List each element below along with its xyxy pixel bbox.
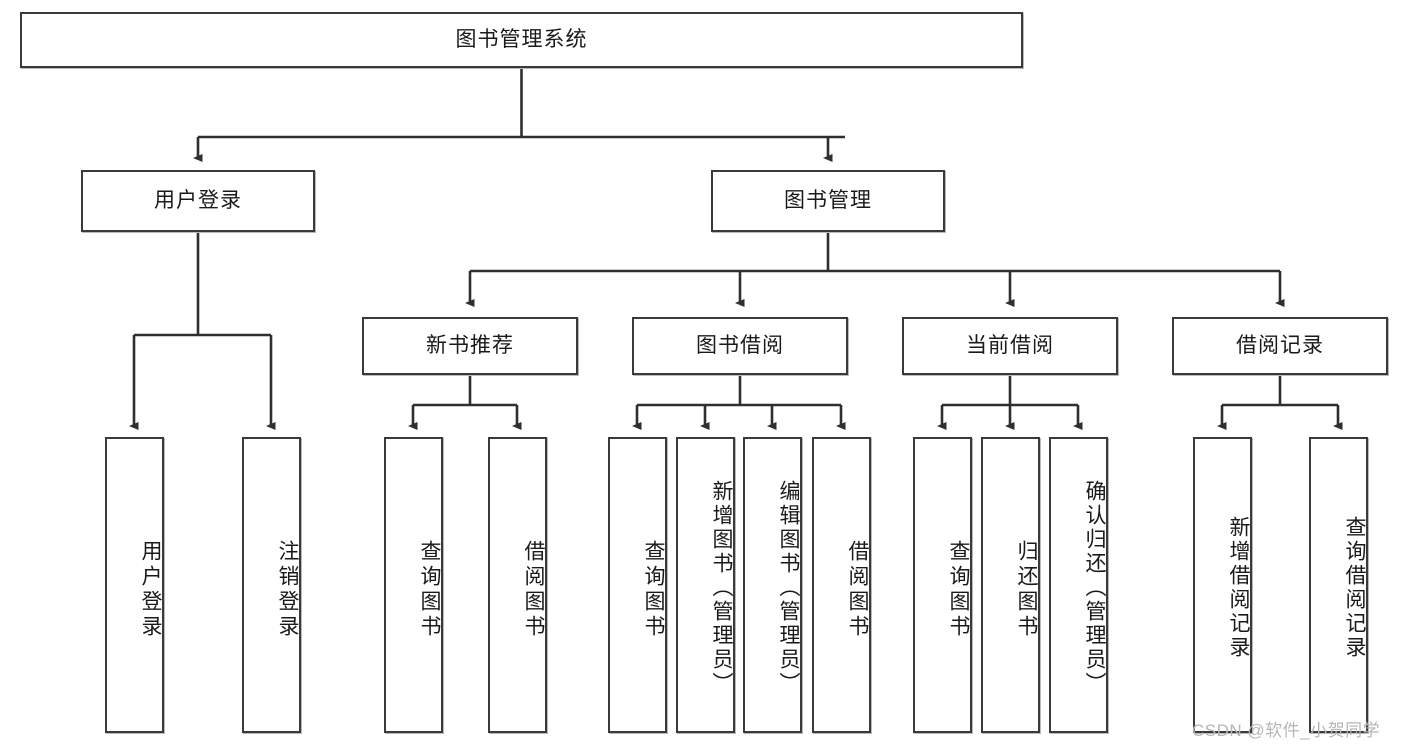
node-label: 注销登录 xyxy=(276,540,299,640)
node-book-management[interactable]: 图书管理 xyxy=(711,170,945,232)
node-label: 新增借阅记录 xyxy=(1227,516,1250,660)
node-new-book-recommendation[interactable]: 新书推荐 xyxy=(362,317,578,375)
node-book-borrowing[interactable]: 图书借阅 xyxy=(632,317,848,375)
node-leaf-logout[interactable]: 注销登录 xyxy=(242,437,301,733)
node-leaf-edit-book-admin[interactable]: 编辑图书（管理员） xyxy=(743,437,802,733)
watermark-text: CSDN @软件_小贺同学 xyxy=(1192,721,1381,740)
node-leaf-add-borrow-record[interactable]: 新增借阅记录 xyxy=(1193,437,1252,733)
node-root-book-management-system[interactable]: 图书管理系统 xyxy=(20,12,1023,68)
node-leaf-confirm-return-admin[interactable]: 确认归还（管理员） xyxy=(1049,437,1108,733)
node-label: 借阅图书 xyxy=(846,540,869,640)
node-label: 新书推荐 xyxy=(426,334,514,358)
node-label: 归还图书 xyxy=(1015,540,1038,640)
node-borrow-records[interactable]: 借阅记录 xyxy=(1172,317,1388,375)
node-label: 当前借阅 xyxy=(966,334,1054,358)
node-leaf-add-book-admin[interactable]: 新增图书（管理员） xyxy=(676,437,735,733)
node-label: 图书管理系统 xyxy=(455,28,588,52)
node-label: 用户登录 xyxy=(154,189,242,213)
node-user-login[interactable]: 用户登录 xyxy=(81,170,315,232)
node-label: 编辑图书（管理员） xyxy=(777,480,800,696)
node-label: 用户登录 xyxy=(139,540,162,640)
node-leaf-query-book-recommend[interactable]: 查询图书 xyxy=(384,437,443,733)
node-label: 借阅记录 xyxy=(1236,334,1324,358)
node-leaf-query-book-borrow[interactable]: 查询图书 xyxy=(608,437,667,733)
node-label: 图书管理 xyxy=(784,189,872,213)
node-label: 查询图书 xyxy=(418,540,441,640)
node-leaf-return-book[interactable]: 归还图书 xyxy=(981,437,1040,733)
node-leaf-borrow-book-recommend[interactable]: 借阅图书 xyxy=(488,437,547,733)
node-leaf-query-book-current[interactable]: 查询图书 xyxy=(913,437,972,733)
node-label: 查询图书 xyxy=(642,540,665,640)
node-label: 借阅图书 xyxy=(522,540,545,640)
node-current-borrowing[interactable]: 当前借阅 xyxy=(902,317,1118,375)
node-label: 查询图书 xyxy=(947,540,970,640)
node-leaf-user-login[interactable]: 用户登录 xyxy=(105,437,164,733)
node-label: 图书借阅 xyxy=(696,334,784,358)
node-leaf-query-borrow-record[interactable]: 查询借阅记录 xyxy=(1309,437,1368,733)
node-label: 查询借阅记录 xyxy=(1343,516,1366,660)
node-label: 确认归还（管理员） xyxy=(1083,480,1106,696)
node-label: 新增图书（管理员） xyxy=(710,480,733,696)
node-leaf-borrow-book[interactable]: 借阅图书 xyxy=(812,437,871,733)
